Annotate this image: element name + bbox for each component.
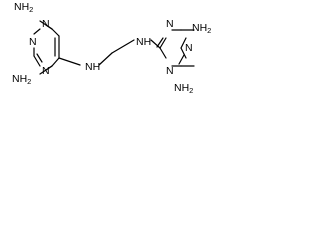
right-ring-nitrogen-right: N [185,42,193,54]
left-ring-nitrogen-top: N [42,18,50,30]
left-bottom-nh2-label: NH2 [12,73,31,86]
left-linker-nh: NH [85,61,100,73]
left-triazine-ring [33,20,60,75]
left-top-nh2-label: NH2 [14,1,33,14]
left-ring-nitrogen-bottom: N [42,65,50,77]
right-top-nh2-label: NH2 [192,22,211,35]
right-bottom-nh2-label: NH2 [174,82,193,95]
chemical-structure: NH2 NH2 N N N NH NH N N N NH2 NH2 [12,1,211,95]
ethylene-linker [58,39,161,66]
left-ring-nitrogen-left: N [29,36,37,48]
right-ring-nitrogen-top: N [166,18,174,30]
right-ring-nitrogen-bottom: N [166,65,174,77]
right-linker-nh: NH [136,36,151,48]
right-triazine-ring [156,29,195,67]
